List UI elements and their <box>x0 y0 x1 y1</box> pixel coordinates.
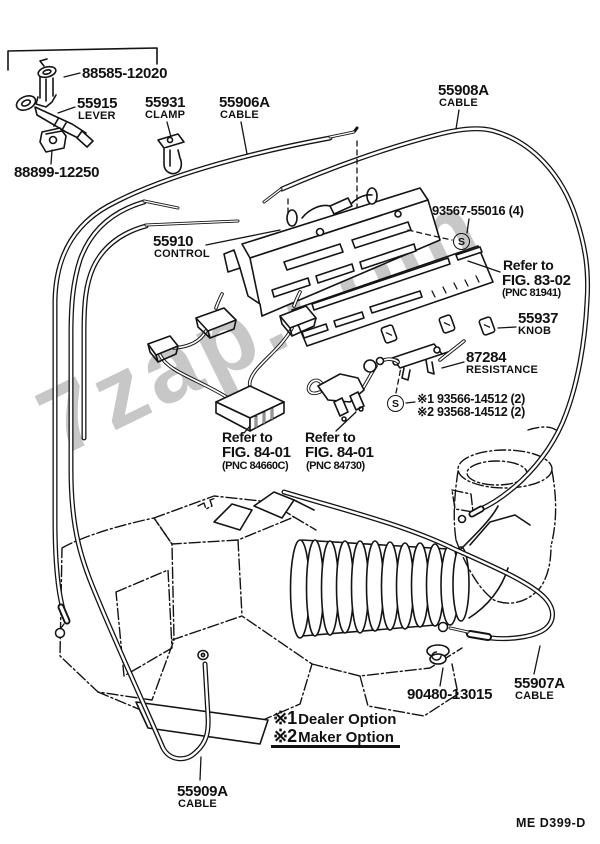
cable-55908A <box>262 126 591 518</box>
heater-unit-phantom <box>59 495 463 731</box>
screw-symbol-icon: S <box>387 395 404 412</box>
screw-symbol-letter: S <box>391 397 399 410</box>
cable-55907A <box>281 489 555 642</box>
label-cable55908-part-no: 55908A <box>438 82 489 99</box>
label-fig8401b-refer: Refer to <box>305 429 356 445</box>
label-knob-name: KNOB <box>518 325 552 337</box>
label-fig8401a-refer: Refer to <box>222 429 273 445</box>
label-cable55907-part-no: 55907A <box>514 675 565 692</box>
label-fig8401b-fig: FIG. 84-01 <box>305 444 374 461</box>
label-cable55906-part-no: 55906A <box>219 94 270 111</box>
label-fig8401a-pnc: (PNC 84660C) <box>222 460 289 472</box>
control-unit <box>223 187 441 317</box>
label-cable55908-name: CABLE <box>439 97 478 109</box>
label-clamp-name: CLAMP <box>145 109 186 121</box>
clamp-part <box>157 133 185 175</box>
legend-text-2: Maker Option <box>298 729 394 746</box>
grommet-part <box>426 644 450 665</box>
label-clamp-part-no: 55931 <box>145 94 186 111</box>
heater-tray <box>135 701 269 745</box>
label-fig8401a-fig: FIG. 84-01 <box>222 444 291 461</box>
knob-parts <box>380 314 496 344</box>
legend-symbol-2: ※2 <box>273 726 297 746</box>
label-cable55909-name: CABLE <box>178 798 217 810</box>
drawing-code: ME D399-D <box>516 816 586 830</box>
label-lever-part-no: 55915 <box>77 95 118 112</box>
label-control-part-no: 55910 <box>153 233 194 250</box>
lever-part <box>15 95 94 148</box>
label-cable55906-name: CABLE <box>220 109 259 121</box>
label-fig8401b-pnc: (PNC 84730) <box>306 460 365 472</box>
faceplate-panel <box>291 245 494 347</box>
label-fig8302-refer: Refer to <box>503 257 554 273</box>
harness-wires <box>158 290 466 400</box>
label-screw93567-part-no: 93567-55016 (4) <box>432 203 524 218</box>
cable-55909A <box>68 199 211 762</box>
legend-text-1: Dealer Option <box>298 711 397 728</box>
label-cable55907-name: CABLE <box>515 690 554 702</box>
label-screw88899-part-no: 88899-12250 <box>14 164 100 181</box>
cable-55907A-stub <box>81 219 240 441</box>
duct-ridges <box>213 491 531 546</box>
label-lever-name: LEVER <box>78 110 116 122</box>
clip-part <box>35 58 57 108</box>
label-control-name: CONTROL <box>154 248 210 260</box>
group-bracket <box>7 47 158 71</box>
screw-symbol-icon: S <box>453 233 470 250</box>
label-fig8302-fig: FIG. 83-02 <box>502 272 571 289</box>
harness-connectors <box>147 305 385 432</box>
legend-row-maker: ※2 Maker Option <box>273 726 394 747</box>
label-cable55909-part-no: 55909A <box>177 783 228 800</box>
label-screw-dual-1: ※1 93566-14512 (2) <box>417 392 525 406</box>
screw-88899-part <box>39 127 67 153</box>
label-clip-part-no: 88585-12020 <box>82 65 168 82</box>
legend-row-dealer: ※1 Dealer Option <box>273 708 396 729</box>
bellows-hose <box>289 505 509 639</box>
label-screw-dual-2: ※2 93568-14512 (2) <box>417 405 525 419</box>
blower-screw <box>457 514 467 524</box>
label-grommet-part-no: 90480-13015 <box>407 686 493 703</box>
legend-underline <box>271 745 400 748</box>
label-resistance-name: RESISTANCE <box>466 364 539 376</box>
dashed-links <box>287 140 453 394</box>
label-resistance-part-no: 87284 <box>466 349 507 366</box>
screw-symbol-letter: S <box>457 235 465 248</box>
label-fig8302-pnc: (PNC 81941) <box>502 287 561 299</box>
resistance-part <box>391 343 449 381</box>
cable-55906A <box>52 126 359 639</box>
label-knob-part-no: 55937 <box>518 310 559 327</box>
leader-lines <box>50 72 541 781</box>
legend-symbol-1: ※1 <box>273 708 297 728</box>
